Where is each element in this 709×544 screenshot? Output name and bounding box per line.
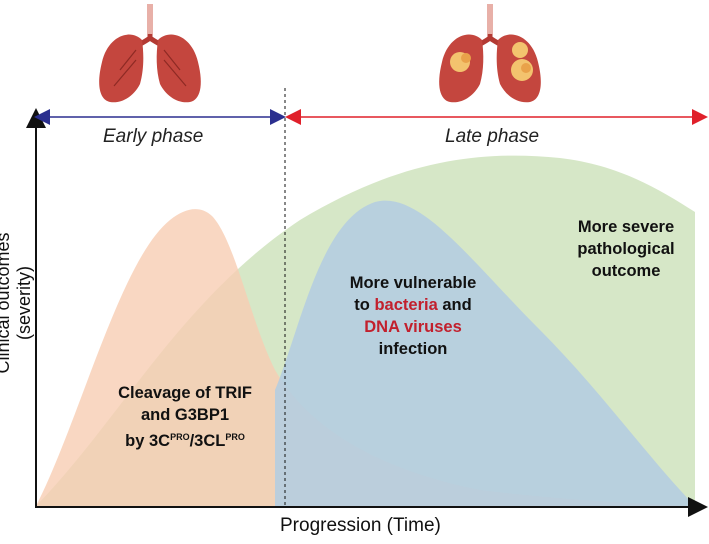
vulnerable-phase-curve [275,200,695,506]
vulnerable-line-1: More vulnerable [349,274,477,292]
cleavage-line-2: and G3BP1 [140,406,230,424]
early-phase-curve [36,209,695,506]
x-axis-label: Progression (Time) [280,515,441,536]
bacteria-highlight: bacteria [374,296,438,314]
vulnerable-line-4: infection [378,340,448,358]
vulnerable-note: More vulnerable to bacteria and DNA viru… [318,272,508,360]
cleavage-note: Cleavage of TRIF and G3BP1 by 3CPRO/3CLP… [80,382,290,452]
severe-note: More severe pathological outcome [556,216,696,282]
severe-line-2: pathological [577,240,675,258]
healthy-lungs-icon [99,4,201,103]
cleavage-line-3: by 3CPRO/3CLPRO [125,432,245,450]
damaged-lungs-icon [439,4,541,103]
vulnerable-line-2: to bacteria and [354,296,472,314]
dna-viruses-highlight: DNA viruses [364,318,462,336]
cleavage-line-1: Cleavage of TRIF [118,384,252,402]
late-phase-label: Late phase [445,126,540,147]
early-phase-label: Early phase [103,126,204,147]
severe-line-3: outcome [591,262,661,280]
y-axis-label: Clinical outcomes (severity) [0,232,34,374]
severe-line-1: More severe [577,218,675,236]
